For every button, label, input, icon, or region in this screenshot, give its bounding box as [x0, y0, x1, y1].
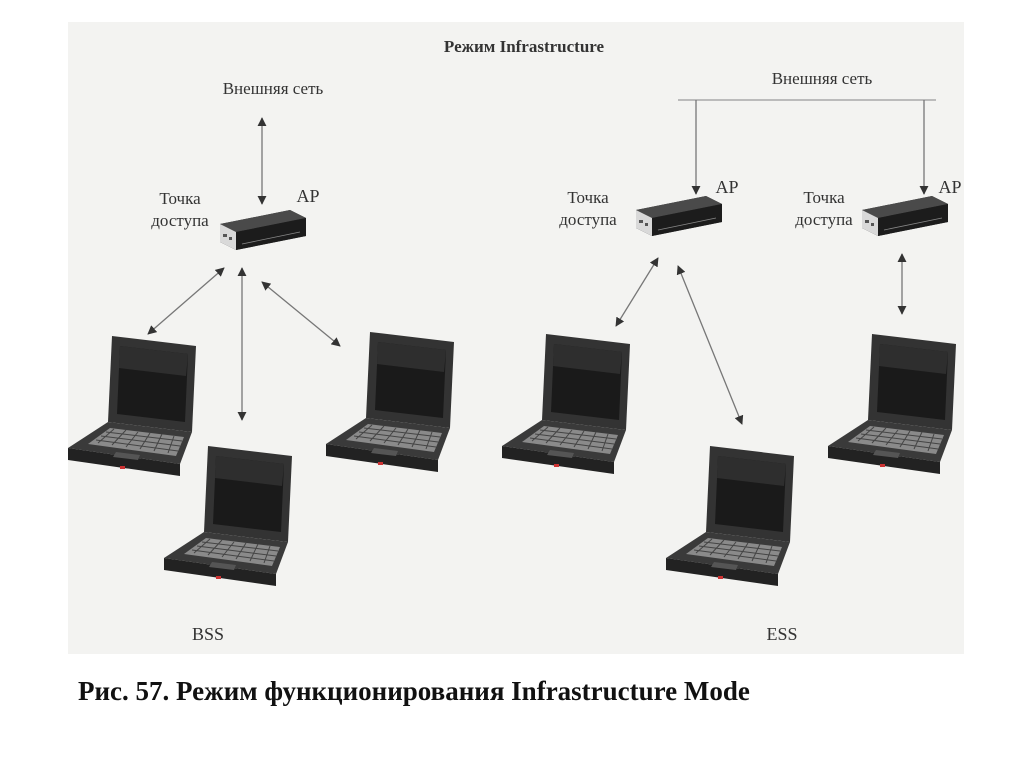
figure-caption: Рис. 57. Режим функционирования Infrastr… — [78, 676, 750, 706]
ess-link-ap1-laptop-center — [676, 265, 744, 425]
ess-link-ap1-laptop-left — [615, 257, 659, 327]
ess-ap1-label-line2: доступа — [559, 210, 617, 229]
bss-ap-label: AP — [296, 186, 319, 206]
diagram-title: Режим Infrastructure — [444, 37, 605, 56]
bss-external-network-label: Внешняя сеть — [223, 79, 324, 98]
bss-link-laptop-right — [261, 281, 341, 347]
ess-ap2-ap-label: AP — [938, 177, 961, 197]
bss-link-laptop-left — [147, 267, 225, 335]
ess-external-network-label: Внешняя сеть — [772, 69, 873, 88]
ess-ap1-ap-label: AP — [715, 177, 738, 197]
ess-ap1-label-line1: Точка — [567, 188, 609, 207]
bss-group-label: BSS — [192, 624, 224, 644]
ess-ap2-label-line2: доступа — [795, 210, 853, 229]
bss-access-point-label-line1: Точка — [159, 189, 201, 208]
bss-access-point-label-line2: доступа — [151, 211, 209, 230]
ess-group-label: ESS — [766, 624, 797, 644]
ess-ap2-label-line1: Точка — [803, 188, 845, 207]
